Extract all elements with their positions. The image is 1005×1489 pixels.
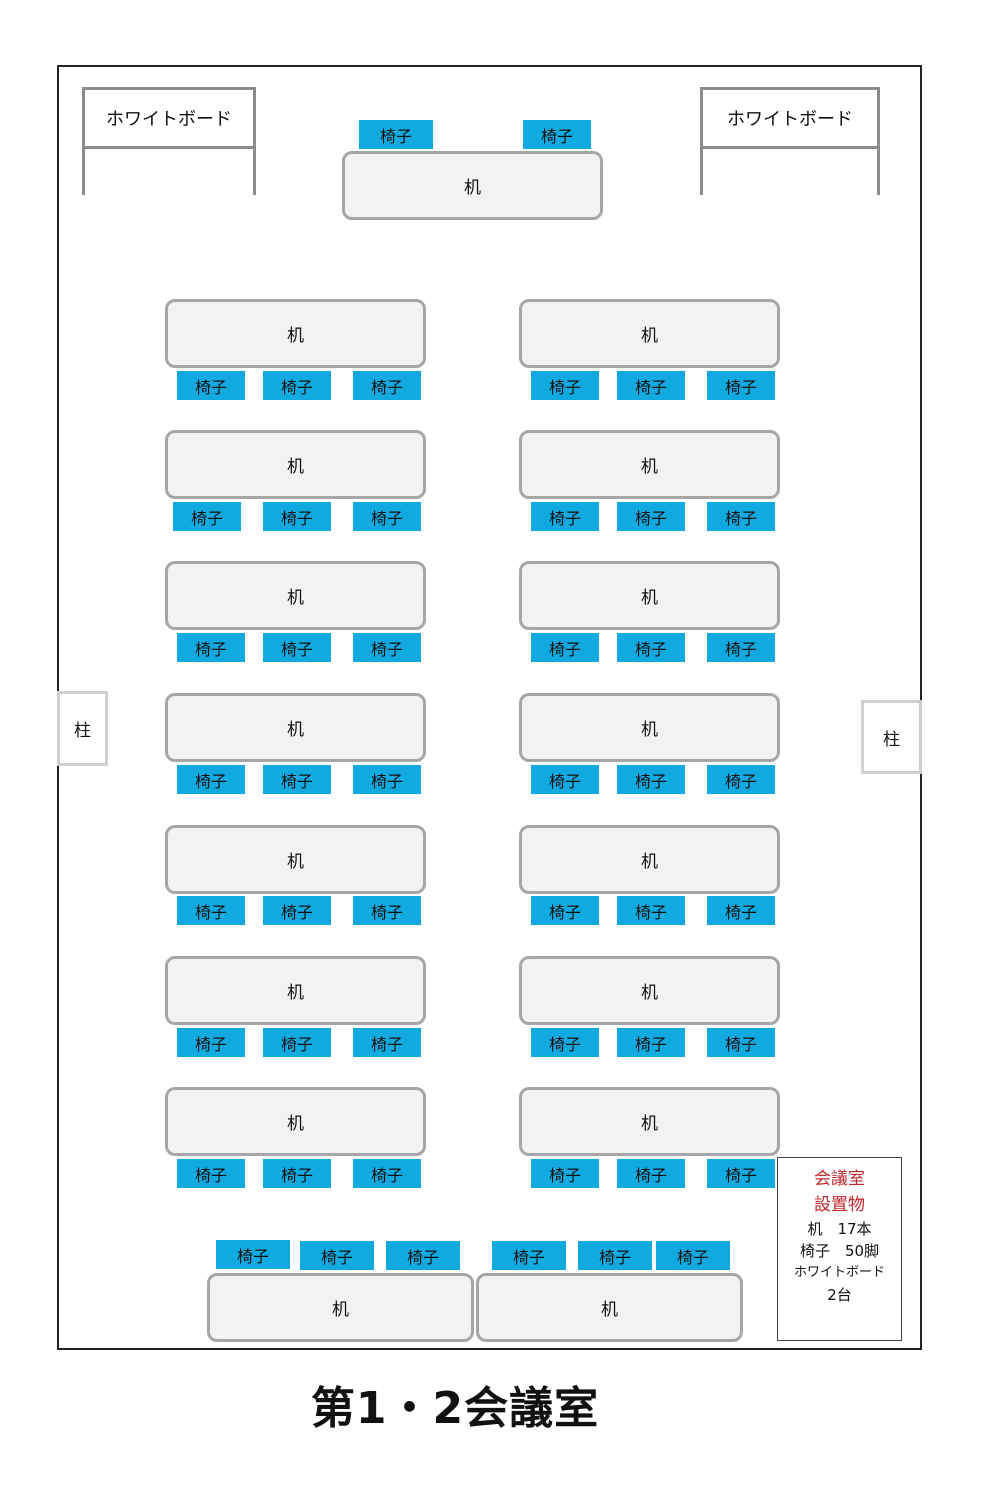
page-title: 第1・2会議室 <box>310 1383 600 1434</box>
desk: 机 <box>519 825 780 894</box>
desk: 机 <box>519 430 780 499</box>
pillar-left: 柱 <box>57 691 108 766</box>
chair: 椅子 <box>263 633 331 662</box>
whiteboard-leg <box>877 149 880 195</box>
whiteboard-label: ホワイトボード <box>700 87 880 149</box>
chair: 椅子 <box>531 371 599 400</box>
chair: 椅子 <box>173 502 241 531</box>
desk-bottom-right: 机 <box>476 1273 743 1342</box>
desk: 机 <box>165 825 426 894</box>
chair: 椅子 <box>617 896 685 925</box>
chair: 椅子 <box>263 896 331 925</box>
chair: 椅子 <box>263 1159 331 1188</box>
chair: 椅子 <box>531 1028 599 1057</box>
chair: 椅子 <box>177 765 245 794</box>
legend-heading: 設置物 <box>814 1195 865 1215</box>
chair: 椅子 <box>263 371 331 400</box>
chair: 椅子 <box>177 371 245 400</box>
chair: 椅子 <box>617 1159 685 1188</box>
chair: 椅子 <box>617 633 685 662</box>
chair: 椅子 <box>353 1028 421 1057</box>
desk: 机 <box>519 1087 780 1156</box>
desk: 机 <box>165 1087 426 1156</box>
chair: 椅子 <box>177 1159 245 1188</box>
chair: 椅子 <box>359 120 433 149</box>
chair: 椅子 <box>531 896 599 925</box>
desk: 机 <box>165 299 426 368</box>
desk: 机 <box>519 299 780 368</box>
chair: 椅子 <box>177 633 245 662</box>
chair: 椅子 <box>353 502 421 531</box>
whiteboard-leg <box>253 149 256 195</box>
whiteboard-left: ホワイトボード <box>82 87 256 195</box>
desk-bottom-left: 机 <box>207 1273 474 1342</box>
chair: 椅子 <box>523 120 591 149</box>
equipment-legend: 会議室 設置物 机 17本 椅子 50脚 ホワイトボード 2台 <box>777 1157 902 1341</box>
chair: 椅子 <box>353 633 421 662</box>
chair: 椅子 <box>353 371 421 400</box>
chair: 椅子 <box>707 765 775 794</box>
pillar-right: 柱 <box>861 700 922 774</box>
desk-front: 机 <box>342 151 603 220</box>
chair: 椅子 <box>300 1241 374 1270</box>
whiteboard-label: ホワイトボード <box>82 87 256 149</box>
legend-heading: 会議室 <box>814 1169 865 1189</box>
desk: 机 <box>519 693 780 762</box>
desk: 机 <box>165 956 426 1025</box>
desk: 机 <box>519 561 780 630</box>
chair: 椅子 <box>177 896 245 925</box>
legend-chairs: 椅子 50脚 <box>799 1242 880 1260</box>
chair: 椅子 <box>353 896 421 925</box>
chair: 椅子 <box>617 765 685 794</box>
chair: 椅子 <box>353 765 421 794</box>
chair: 椅子 <box>263 765 331 794</box>
chair: 椅子 <box>656 1241 730 1270</box>
chair: 椅子 <box>531 502 599 531</box>
legend-whiteboard-count: 2台 <box>827 1286 852 1304</box>
chair: 椅子 <box>578 1241 652 1270</box>
chair: 椅子 <box>531 633 599 662</box>
chair: 椅子 <box>617 1028 685 1057</box>
chair: 椅子 <box>177 1028 245 1057</box>
chair: 椅子 <box>617 502 685 531</box>
desk: 机 <box>165 693 426 762</box>
chair: 椅子 <box>216 1240 290 1269</box>
legend-desks: 机 17本 <box>807 1220 872 1238</box>
legend-whiteboards: ホワイトボード <box>793 1265 885 1280</box>
chair: 椅子 <box>492 1241 566 1270</box>
chair: 椅子 <box>263 1028 331 1057</box>
chair: 椅子 <box>386 1241 460 1270</box>
chair: 椅子 <box>707 633 775 662</box>
desk: 机 <box>165 430 426 499</box>
chair: 椅子 <box>263 502 331 531</box>
chair: 椅子 <box>617 371 685 400</box>
chair: 椅子 <box>707 1159 775 1188</box>
chair: 椅子 <box>353 1159 421 1188</box>
whiteboard-leg <box>82 149 85 195</box>
desk: 机 <box>519 956 780 1025</box>
chair: 椅子 <box>707 896 775 925</box>
chair: 椅子 <box>531 765 599 794</box>
desk: 机 <box>165 561 426 630</box>
chair: 椅子 <box>707 1028 775 1057</box>
chair: 椅子 <box>707 502 775 531</box>
whiteboard-right: ホワイトボード <box>700 87 880 195</box>
whiteboard-leg <box>700 149 703 195</box>
chair: 椅子 <box>531 1159 599 1188</box>
chair: 椅子 <box>707 371 775 400</box>
